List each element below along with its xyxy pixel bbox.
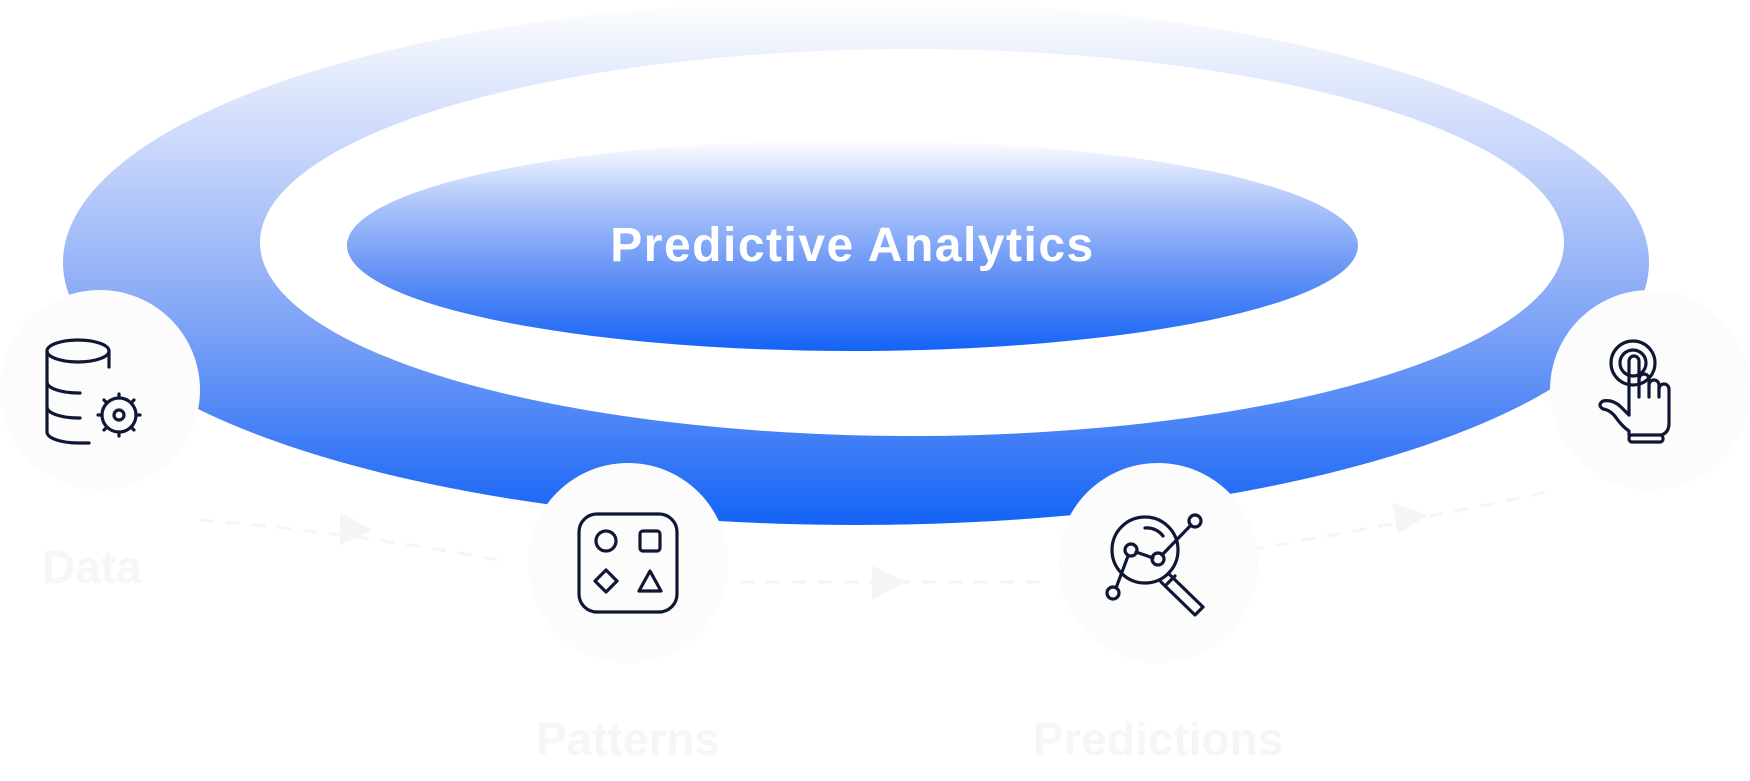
arrow-data-patterns <box>340 512 372 545</box>
shapes-pattern-icon <box>577 512 679 614</box>
step-action-node <box>1550 290 1750 490</box>
center-title: Predictive Analytics <box>610 219 1095 272</box>
hand-tap-icon <box>1598 339 1671 444</box>
step-patterns-node <box>528 463 728 663</box>
step-predictions-node <box>1058 463 1258 663</box>
arrow-predictions-action <box>1392 503 1428 534</box>
step-data-label: Data <box>42 541 142 593</box>
database-gear-icon <box>45 338 142 445</box>
step-predictions-label: Predictions <box>1032 713 1284 765</box>
chart-search-icon <box>1105 513 1205 617</box>
step-patterns-label: Patterns <box>535 713 721 765</box>
center-ellipse: Predictive Analytics <box>347 140 1358 351</box>
step-data-node <box>0 290 200 490</box>
arrow-patterns-predictions <box>872 566 906 600</box>
